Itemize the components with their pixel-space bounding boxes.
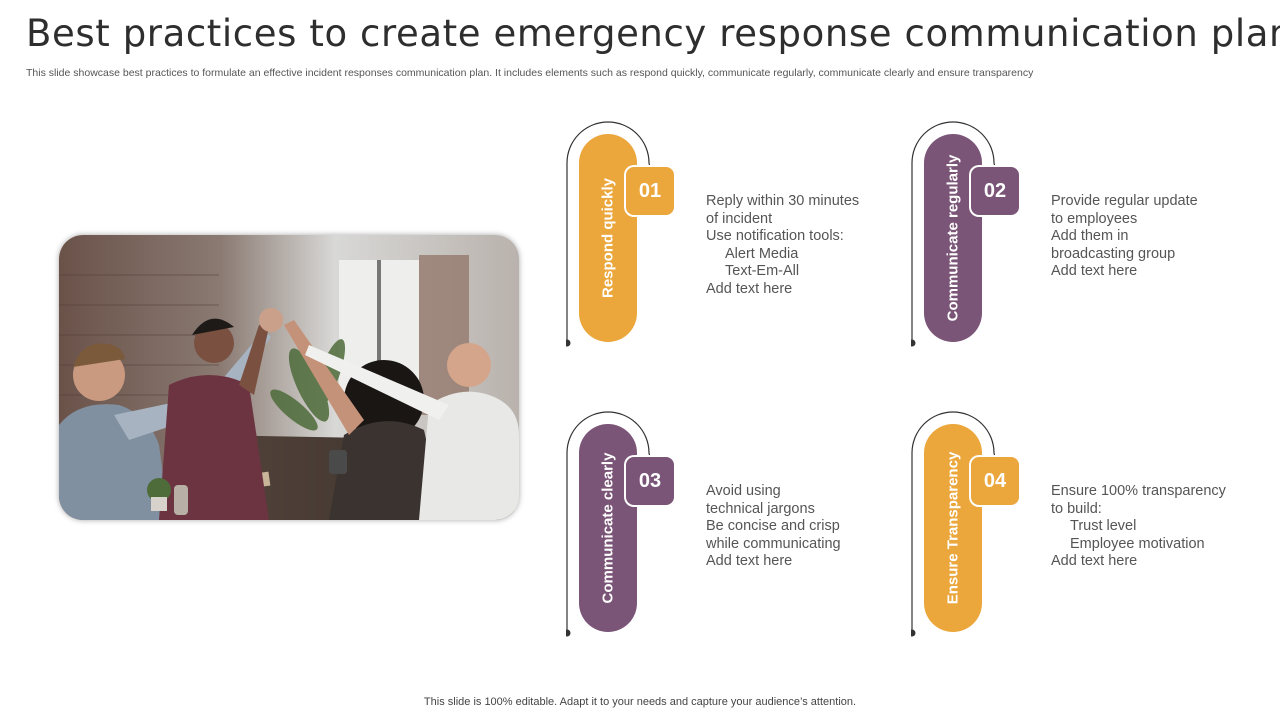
desc-sub-line: Employee motivation (1070, 535, 1205, 552)
desc-line: to build: (1051, 500, 1102, 517)
desc-line: of incident (706, 210, 773, 227)
practice-pill: Communicate clearly (579, 424, 637, 632)
desc-line: technical jargons (706, 500, 815, 517)
desc-line: Be concise and crisp (706, 518, 840, 535)
practice-pill: Ensure Transparency (924, 424, 982, 632)
slide-subtitle: This slide showcase best practices to fo… (26, 67, 1034, 79)
connector-arc (566, 411, 651, 637)
desc-line: Add text here (1051, 553, 1138, 570)
desc-line: Add text here (706, 553, 793, 570)
desc-line: Add text here (1051, 263, 1138, 280)
team-high-five-photo (59, 235, 519, 520)
desc-line: Avoid using (706, 483, 781, 499)
slide-title: Best practices to create emergency respo… (26, 12, 1280, 55)
practice-description: Ensure 100% transparency to build: Trust… (1051, 483, 1251, 571)
desc-line: Provide regular update (1051, 193, 1198, 209)
desc-line: Reply within 30 minutes (706, 193, 860, 209)
desc-sub-line: Trust level (1070, 518, 1137, 535)
practice-description: Reply within 30 minutes of incident Use … (706, 193, 906, 299)
desc-line: Add them in (1051, 228, 1129, 245)
practice-label: Communicate regularly (944, 154, 962, 322)
practice-card-1: Respond quickly 01 Reply within 30 minut… (566, 121, 906, 361)
connector-arc (566, 121, 651, 347)
slide-footer: This slide is 100% editable. Adapt it to… (423, 696, 857, 708)
practice-card-4: Ensure Transparency 04 Ensure 100% trans… (911, 411, 1251, 651)
practice-pill: Respond quickly (579, 134, 637, 342)
desc-sub-line: Text-Em-All (725, 263, 800, 280)
practice-card-3: Communicate clearly 03 Avoid using techn… (566, 411, 906, 651)
desc-line: to employees (1051, 210, 1138, 227)
practice-pill: Communicate regularly (924, 134, 982, 342)
practice-number-badge: 02 (971, 167, 1019, 215)
practice-label: Communicate clearly (599, 452, 617, 604)
desc-line: broadcasting group (1051, 245, 1176, 262)
desc-sub-line: Alert Media (725, 245, 799, 262)
practice-description: Provide regular update to employees Add … (1051, 193, 1251, 281)
desc-line: Ensure 100% transparency (1051, 483, 1226, 499)
practice-number-badge: 03 (626, 457, 674, 505)
desc-line: Use notification tools: (706, 228, 844, 245)
desc-line: while communicating (706, 535, 841, 552)
practice-number-badge: 04 (971, 457, 1019, 505)
practice-number-badge: 01 (626, 167, 674, 215)
desc-line: Add text here (706, 280, 793, 297)
practice-description: Avoid using technical jargons Be concise… (706, 483, 906, 571)
practice-label: Ensure Transparency (944, 451, 962, 605)
connector-arc (911, 121, 996, 347)
practice-label: Respond quickly (599, 177, 617, 299)
connector-arc (911, 411, 996, 637)
practice-card-2: Communicate regularly 02 Provide regular… (911, 121, 1251, 361)
